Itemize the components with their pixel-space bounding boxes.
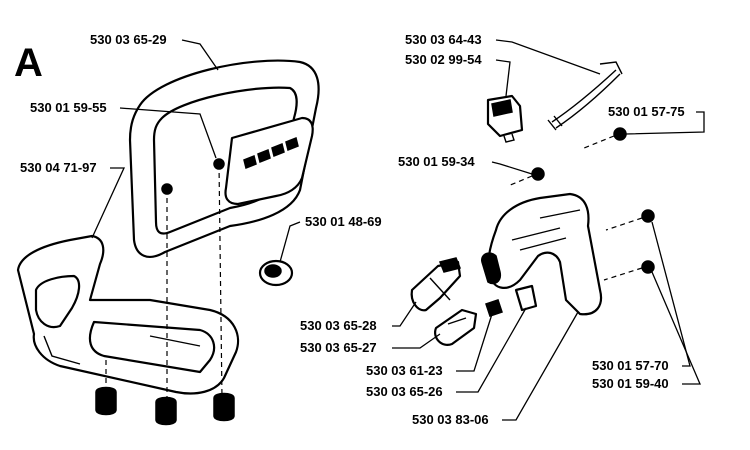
part-label-530-03-65-28: 530 03 65-28 [300, 318, 377, 333]
wire-harness-drawing [547, 61, 623, 131]
part-label-530-01-48-69: 530 01 48-69 [305, 214, 382, 229]
part-label-530-01-59-55: 530 01 59-55 [30, 100, 107, 115]
lock-drawing [514, 284, 538, 312]
damper-mounts-drawing [95, 163, 235, 426]
callout-p7: 530 01 57-75 [608, 104, 705, 135]
callout-p10: 530 03 65-27 [300, 333, 441, 355]
part-label-530-04-71-97: 530 04 71-97 [20, 160, 97, 175]
switch-drawing [486, 94, 524, 143]
callout-p12: 530 03 65-26 [366, 307, 527, 399]
part-label-530-01-57-70: 530 01 57-70 [592, 358, 669, 373]
part-label-530-01-59-34: 530 01 59-34 [398, 154, 475, 169]
rubber-buffer-drawing [258, 259, 294, 287]
callout-p4: 530 01 48-69 [279, 214, 382, 263]
spring-drawing [485, 299, 503, 317]
part-label-530-03-65-26: 530 03 65-26 [366, 384, 443, 399]
callout-p6: 530 02 99-54 [405, 52, 511, 97]
callout-p11: 530 03 61-23 [366, 313, 493, 378]
part-label-530-03-61-23: 530 03 61-23 [366, 363, 443, 378]
callout-p2: 530 01 59-55 [30, 100, 217, 159]
callout-p5: 530 03 64-43 [405, 32, 601, 75]
screws-drawing [507, 127, 655, 281]
trigger-guard-drawing [434, 308, 478, 346]
handle-housing-drawing [481, 192, 603, 316]
handle-loop-drawing [128, 59, 320, 258]
part-label-530-02-99-54: 530 02 99-54 [405, 52, 482, 67]
base-frame-drawing [16, 234, 240, 395]
part-label-530-03-64-43: 530 03 64-43 [405, 32, 482, 47]
callout-p15: 530 01 59-40 [592, 271, 701, 391]
callout-p1: 530 03 65-29 [90, 32, 219, 71]
trigger-drawing [410, 257, 462, 312]
callout-p14: 530 01 57-70 [592, 221, 691, 373]
part-label-530-03-65-27: 530 03 65-27 [300, 340, 377, 355]
part-label-530-03-83-06: 530 03 83-06 [412, 412, 489, 427]
callout-p8: 530 01 59-34 [398, 154, 533, 175]
part-label-530-01-57-75: 530 01 57-75 [608, 104, 685, 119]
part-label-530-03-65-29: 530 03 65-29 [90, 32, 167, 47]
callout-p3: 530 04 71-97 [20, 160, 126, 239]
callout-p9: 530 03 65-28 [300, 301, 417, 333]
callout-p13: 530 03 83-06 [412, 311, 579, 427]
figure-letter: A [14, 41, 43, 85]
part-label-530-01-59-40: 530 01 59-40 [592, 376, 669, 391]
